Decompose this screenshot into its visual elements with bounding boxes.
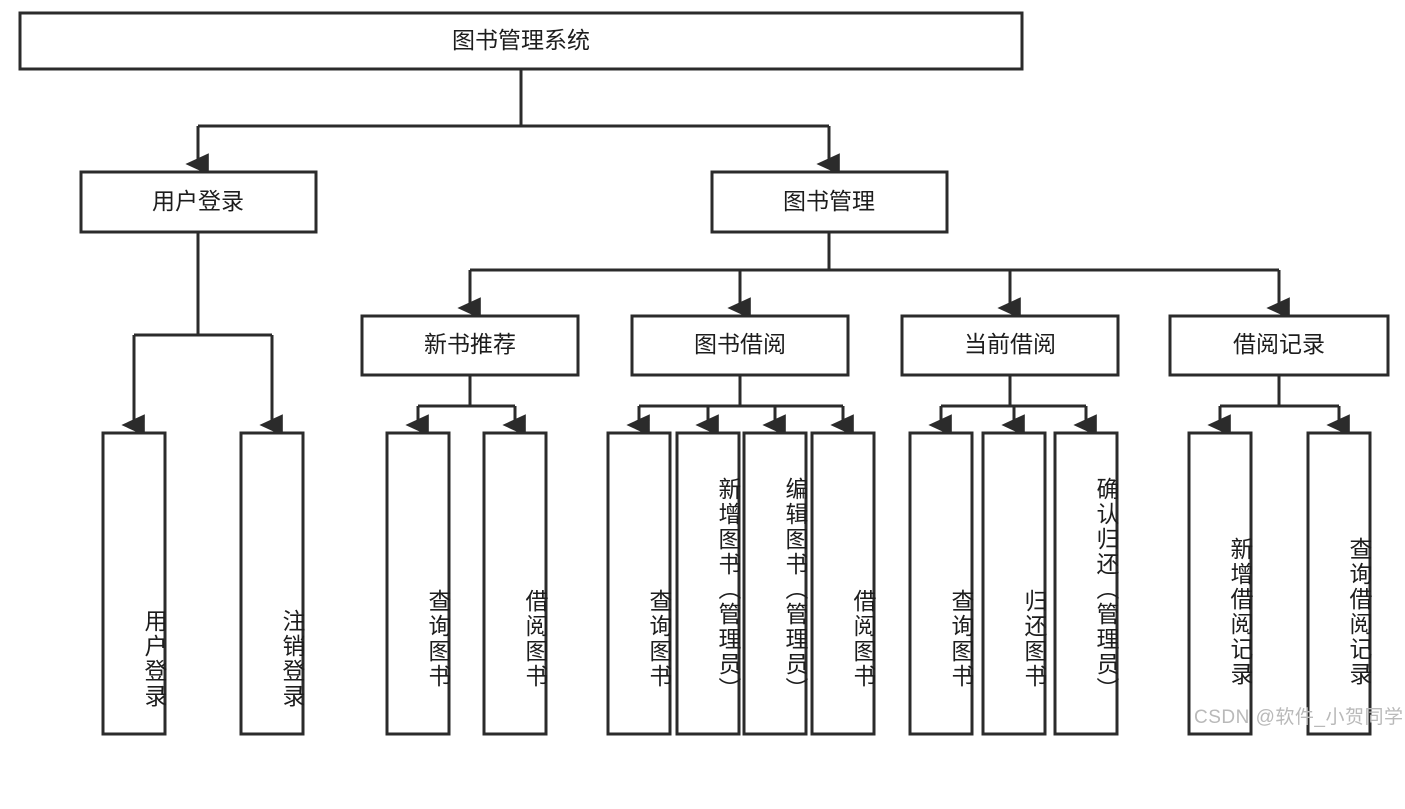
node-borrow-record-label: 借阅记录 xyxy=(1233,331,1325,357)
leaf-box-edit-book[interactable] xyxy=(742,431,808,736)
connector-layer xyxy=(121,69,1350,436)
node-book-manage[interactable]: 图书管理 xyxy=(710,170,949,234)
leaf-box-query-book-borrow[interactable] xyxy=(606,431,672,736)
node-root-label: 图书管理系统 xyxy=(452,27,590,53)
node-book-borrow-box[interactable] xyxy=(630,314,850,377)
leaf-box-confirm-return[interactable] xyxy=(1053,431,1119,736)
node-root-box[interactable] xyxy=(18,11,1024,71)
node-user-login-label: 用户登录 xyxy=(152,188,244,214)
leaf-box-user-login[interactable] xyxy=(101,431,167,736)
leaf-box-layer xyxy=(101,431,1372,736)
node-current-borrow[interactable]: 当前借阅 xyxy=(900,314,1120,377)
node-book-borrow-label: 图书借阅 xyxy=(694,331,786,357)
node-book-borrow[interactable]: 图书借阅 xyxy=(630,314,850,377)
leaf-box-query-record[interactable] xyxy=(1306,431,1372,736)
node-current-borrow-box[interactable] xyxy=(900,314,1120,377)
leaf-box-query-book-cur[interactable] xyxy=(908,431,974,736)
node-user-login-box[interactable] xyxy=(79,170,318,234)
node-new-book-rec[interactable]: 新书推荐 xyxy=(360,314,580,377)
node-new-book-rec-box[interactable] xyxy=(360,314,580,377)
leaf-box-add-book[interactable] xyxy=(675,431,741,736)
node-borrow-record-box[interactable] xyxy=(1168,314,1390,377)
node-current-borrow-label: 当前借阅 xyxy=(964,331,1056,357)
node-new-book-rec-label: 新书推荐 xyxy=(424,331,516,357)
leaf-box-borrow-book-rec[interactable] xyxy=(482,431,548,736)
node-root[interactable]: 图书管理系统 xyxy=(18,11,1024,71)
leaf-box-add-record[interactable] xyxy=(1187,431,1253,736)
node-borrow-record[interactable]: 借阅记录 xyxy=(1168,314,1390,377)
node-book-manage-label: 图书管理 xyxy=(783,188,875,214)
leaf-box-return-book[interactable] xyxy=(981,431,1047,736)
leaf-box-borrow-book[interactable] xyxy=(810,431,876,736)
flowchart-diagram: 图书管理系统 用户登录 图书管理 新书推荐 图书借阅 当前借阅 借阅记录 xyxy=(18,11,1404,736)
csdn-watermark: CSDN @软件_小贺同学 xyxy=(1194,707,1404,728)
node-book-manage-box[interactable] xyxy=(710,170,949,234)
leaf-box-query-book-rec[interactable] xyxy=(385,431,451,736)
leaf-box-user-logout[interactable] xyxy=(239,431,305,736)
node-user-login[interactable]: 用户登录 xyxy=(79,170,318,234)
diagram-canvas: 图书管理系统 用户登录 图书管理 新书推荐 图书借阅 当前借阅 借阅记录 xyxy=(18,11,1390,736)
